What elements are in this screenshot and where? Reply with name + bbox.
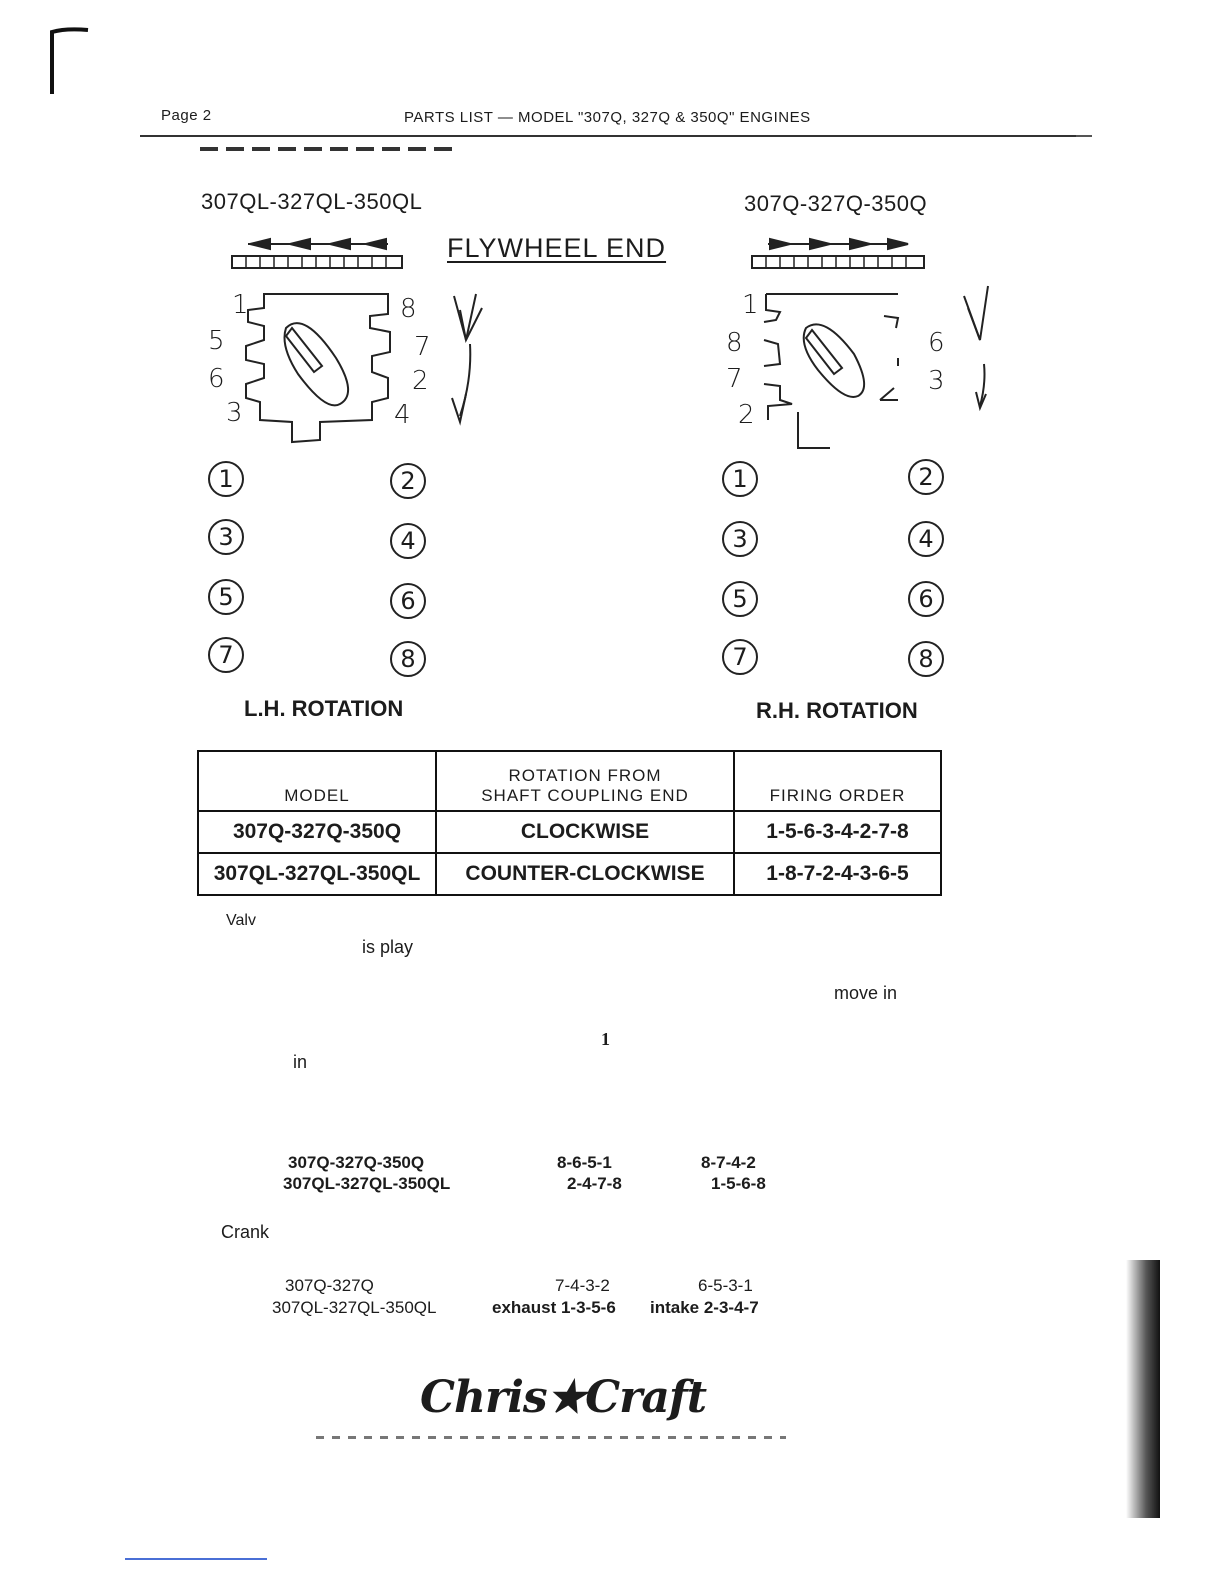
left-flywheel-arrows — [231, 237, 403, 269]
scan-edge-shadow — [1126, 1260, 1160, 1518]
left-block-label-1: 1 — [232, 290, 249, 320]
scan-corner-mark — [50, 27, 89, 94]
cut-off-heading — [200, 147, 454, 151]
left-cylinder-5: 5 — [208, 579, 244, 615]
left-rotation-label: L.H. ROTATION — [244, 696, 404, 721]
col-header-rotation-line1: ROTATION FROM — [508, 766, 662, 785]
valve-row1-model: 307Q-327Q-350Q — [288, 1153, 425, 1172]
right-rotation-arrow-icon — [963, 285, 989, 412]
left-block-label-6: 6 — [208, 364, 225, 394]
left-engine-block-drawing — [245, 293, 391, 444]
row1-rotation: CLOCKWISE — [435, 810, 735, 854]
right-rotation-label: R.H. ROTATION — [756, 698, 918, 723]
right-block-label-8: 8 — [726, 328, 743, 358]
row1-firing-order: 1-5-6-3-4-2-7-8 — [733, 810, 942, 854]
right-cylinder-3: 3 — [722, 521, 758, 557]
footer-faded-text — [316, 1436, 786, 1439]
right-flywheel-arrows — [751, 237, 925, 269]
flywheel-end-label: FLYWHEEL END — [447, 233, 667, 263]
left-cylinder-6: 6 — [390, 583, 426, 619]
row2-rotation: COUNTER-CLOCKWISE — [435, 852, 735, 896]
left-block-label-8: 8 — [400, 294, 417, 324]
left-block-label-4: 4 — [394, 400, 411, 430]
table-row: 307Q-327Q-350Q CLOCKWISE 1-5-6-3-4-2-7-8 — [197, 810, 942, 854]
col-header-firing-order: FIRING ORDER — [733, 750, 942, 812]
right-cylinder-6: 6 — [908, 581, 944, 617]
left-cylinder-8: 8 — [390, 641, 426, 677]
row2-firing-order: 1-8-7-2-4-3-6-5 — [733, 852, 942, 896]
table-row: 307QL-327QL-350QL COUNTER-CLOCKWISE 1-8-… — [197, 852, 942, 896]
left-block-label-2: 2 — [412, 366, 429, 396]
right-block-label-2: 2 — [738, 400, 755, 430]
left-rotation-arrow-icon — [451, 293, 483, 426]
left-cylinder-2: 2 — [390, 463, 426, 499]
col-header-model: MODEL — [197, 750, 437, 812]
left-cylinder-7: 7 — [208, 637, 244, 673]
crank-row1-a: 7-4-3-2 — [555, 1276, 610, 1295]
fragment-one: 1 — [601, 1029, 610, 1049]
fragment-valv: Valv — [226, 912, 256, 929]
left-cylinder-1: 1 — [208, 461, 244, 497]
right-cylinder-5: 5 — [722, 581, 758, 617]
col-header-rotation-line2: SHAFT COUPLING END — [481, 786, 689, 805]
right-block-label-1: 1 — [742, 290, 759, 320]
page-title: PARTS LIST — MODEL "307Q, 327Q & 350Q" E… — [404, 109, 811, 126]
right-engine-block-drawing — [763, 293, 900, 449]
crank-row1-b: 6-5-3-1 — [698, 1276, 753, 1295]
valve-row1-a: 8-6-5-1 — [557, 1153, 612, 1172]
fragment-crank: Crank — [221, 1222, 270, 1242]
valve-row2-a: 2-4-7-8 — [567, 1174, 622, 1193]
right-cylinder-1: 1 — [722, 461, 758, 497]
valve-row2-b: 1-5-6-8 — [711, 1174, 766, 1193]
right-cylinder-8: 8 — [908, 641, 944, 677]
left-block-label-3: 3 — [226, 398, 243, 428]
right-block-label-6: 6 — [928, 328, 945, 358]
fragment-move-in: move in — [834, 983, 898, 1003]
valve-row1-b: 8-7-4-2 — [701, 1153, 756, 1172]
valve-row2-model: 307QL-327QL-350QL — [283, 1174, 451, 1193]
table-header-row: MODEL ROTATION FROM SHAFT COUPLING END F… — [197, 750, 942, 812]
right-block-label-7: 7 — [726, 364, 743, 394]
left-block-label-7: 7 — [414, 332, 431, 362]
crank-row1-model: 307Q-327Q — [285, 1276, 374, 1295]
right-model-heading: 307Q-327Q-350Q — [744, 191, 928, 216]
left-cylinder-4: 4 — [390, 523, 426, 559]
fragment-in: in — [293, 1052, 308, 1072]
left-block-label-5: 5 — [208, 326, 225, 356]
footer-blue-line — [125, 1558, 267, 1560]
col-header-rotation: ROTATION FROM SHAFT COUPLING END — [435, 750, 735, 812]
crank-row2-model: 307QL-327QL-350QL — [272, 1298, 437, 1317]
left-cylinder-3: 3 — [208, 519, 244, 555]
right-cylinder-7: 7 — [722, 639, 758, 675]
firing-order-table: MODEL ROTATION FROM SHAFT COUPLING END F… — [197, 750, 942, 896]
crank-row2-a: exhaust 1-3-5-6 — [492, 1298, 616, 1317]
page-number: Page 2 — [161, 107, 212, 124]
chris-craft-logo: Chris★Craft — [420, 1372, 707, 1423]
right-cylinder-2: 2 — [908, 459, 944, 495]
fragment-is-play: is play — [362, 937, 414, 957]
header-rule-end — [1076, 135, 1092, 137]
row2-model: 307QL-327QL-350QL — [197, 852, 437, 896]
right-block-label-3: 3 — [928, 366, 945, 396]
crank-row2-b: intake 2-3-4-7 — [650, 1298, 759, 1317]
right-cylinder-4: 4 — [908, 521, 944, 557]
left-model-heading: 307QL-327QL-350QL — [201, 189, 423, 214]
header-rule — [140, 135, 1090, 137]
row1-model: 307Q-327Q-350Q — [197, 810, 437, 854]
